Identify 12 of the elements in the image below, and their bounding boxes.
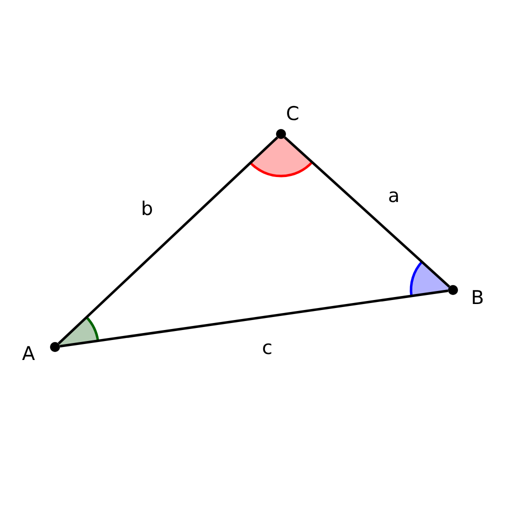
vertex-point: [448, 285, 458, 295]
side-label: b: [141, 199, 154, 219]
vertex-label: C: [286, 104, 300, 124]
side-label: a: [388, 186, 400, 206]
triangle-side: [284, 136, 450, 288]
side-label: c: [262, 338, 272, 358]
vertex-point: [50, 342, 60, 352]
vertex-point: [276, 129, 286, 139]
vertex-label: A: [22, 344, 35, 364]
triangle-side: [58, 136, 278, 344]
triangle-side: [60, 289, 448, 348]
vertex-label: B: [471, 288, 484, 308]
